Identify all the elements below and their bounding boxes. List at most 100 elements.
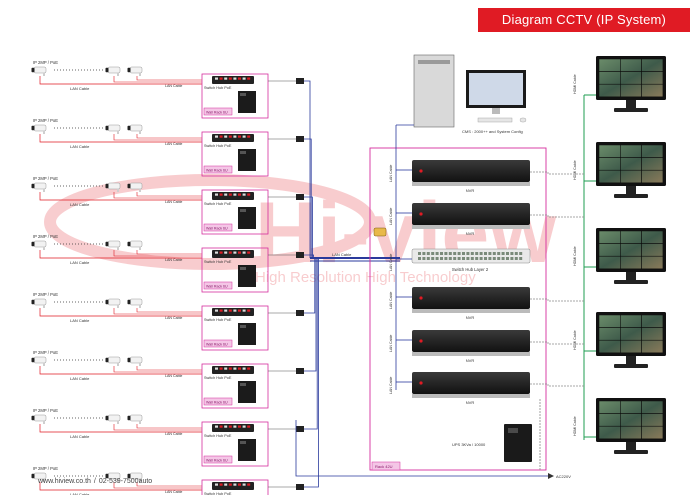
monitor-neck xyxy=(626,186,636,194)
lan-cable-label: LAN Cable xyxy=(70,202,90,207)
lan-trunk xyxy=(304,196,313,258)
monitor-neck xyxy=(626,272,636,280)
camera-2 xyxy=(105,356,121,366)
lan-trunk xyxy=(304,258,317,372)
switch-port xyxy=(224,309,228,312)
ups-small-panel xyxy=(240,93,246,96)
rack-tag-label: Wall Rack 6U xyxy=(206,285,228,289)
camera-mount xyxy=(139,73,141,76)
hdmi-feed xyxy=(530,298,584,302)
camera-lens xyxy=(31,241,35,247)
switch-port xyxy=(242,193,246,196)
rack-tag-label: Wall Rack 6U xyxy=(206,227,228,231)
lan-cable-label: LAN Cable xyxy=(70,434,90,439)
switch-port xyxy=(224,135,228,138)
switch-port xyxy=(492,252,496,255)
ups-small-panel xyxy=(240,151,246,154)
camera-3 xyxy=(127,66,143,76)
ups-small xyxy=(238,323,256,345)
camera-mount xyxy=(117,421,119,424)
switch-port xyxy=(242,425,246,428)
camera-3 xyxy=(127,414,143,424)
camera-label: IP 2MP / PoE xyxy=(33,234,58,239)
switch-port xyxy=(457,257,461,260)
camera-2 xyxy=(105,298,121,308)
lan-cable-label: LAN Cable xyxy=(165,490,182,494)
rack-42u-tag xyxy=(371,461,401,471)
camera-3 xyxy=(127,356,143,366)
core-switch-label: Switch Hub Layer 2 xyxy=(452,267,489,272)
nvr-label: NVR xyxy=(466,400,475,405)
rack-tag xyxy=(203,339,233,348)
camera-mount xyxy=(117,189,119,192)
rack-tag xyxy=(203,397,233,406)
camera-body xyxy=(33,66,47,74)
monitor-screen xyxy=(599,231,663,269)
camera-body xyxy=(107,414,121,422)
camera-mount xyxy=(117,131,119,134)
switch-port xyxy=(228,193,232,196)
camera-mount xyxy=(43,189,45,192)
rack-tag-label: Wall Rack 6U xyxy=(206,343,228,347)
switch-port xyxy=(431,252,435,255)
rj45-connector xyxy=(296,136,304,142)
wall-rack-frame xyxy=(201,73,269,119)
lan-cable-label: LAN Cable xyxy=(165,258,182,262)
switch-port xyxy=(215,483,218,486)
camera-lens xyxy=(105,183,109,189)
camera-body xyxy=(107,124,121,132)
camera-mount xyxy=(139,305,141,308)
ups-small xyxy=(238,149,256,171)
switch-port xyxy=(215,193,218,196)
switch-port xyxy=(233,483,237,486)
poe-switch xyxy=(212,482,254,490)
switch-port xyxy=(228,309,232,312)
cctv-monitor: HDMI Cable xyxy=(573,142,666,198)
rack-42u-frame xyxy=(369,147,547,471)
camera-lens xyxy=(127,125,131,131)
lan-cable-red xyxy=(39,424,202,433)
camera-lens xyxy=(31,299,35,305)
switch-port xyxy=(215,77,218,80)
camera-3 xyxy=(127,124,143,134)
switch-port xyxy=(453,257,457,260)
switch-chassis xyxy=(411,248,531,264)
ups-small xyxy=(238,439,256,461)
rack-tag-label: Wall Rack 6U xyxy=(206,459,228,463)
switch-port xyxy=(224,367,228,370)
monitor-screen xyxy=(599,401,663,439)
switch-port xyxy=(506,252,509,255)
camera-mount xyxy=(43,73,45,76)
ups-small xyxy=(238,381,256,403)
switch-port xyxy=(238,77,241,80)
switch-port xyxy=(426,252,430,255)
footer-website[interactable]: www.hiview.co.th xyxy=(38,478,91,485)
camera-lens xyxy=(127,473,131,479)
switch-port xyxy=(501,252,505,255)
wall-rack-frame xyxy=(201,247,269,293)
switch-port xyxy=(422,257,426,260)
switch-port xyxy=(219,77,223,80)
monitor-screen xyxy=(599,315,663,353)
lan-cable-red xyxy=(113,192,202,199)
cctv-monitor: HDMI Cable xyxy=(573,56,666,112)
switch-port xyxy=(462,252,465,255)
switch-port xyxy=(242,77,246,80)
switch-port xyxy=(510,252,514,255)
nvr-base xyxy=(412,182,530,186)
switch-port xyxy=(219,367,223,370)
camera-body xyxy=(129,298,143,306)
footer-contact: www.hiview.co.th/02-539-7500auto xyxy=(38,478,152,485)
monitor-tile xyxy=(641,83,664,98)
switch-port xyxy=(224,483,228,486)
wall-rack-frame xyxy=(201,479,269,500)
switch-port xyxy=(233,77,237,80)
camera-mount xyxy=(43,479,45,482)
camera-mount xyxy=(117,479,119,482)
camera-lens xyxy=(127,241,131,247)
